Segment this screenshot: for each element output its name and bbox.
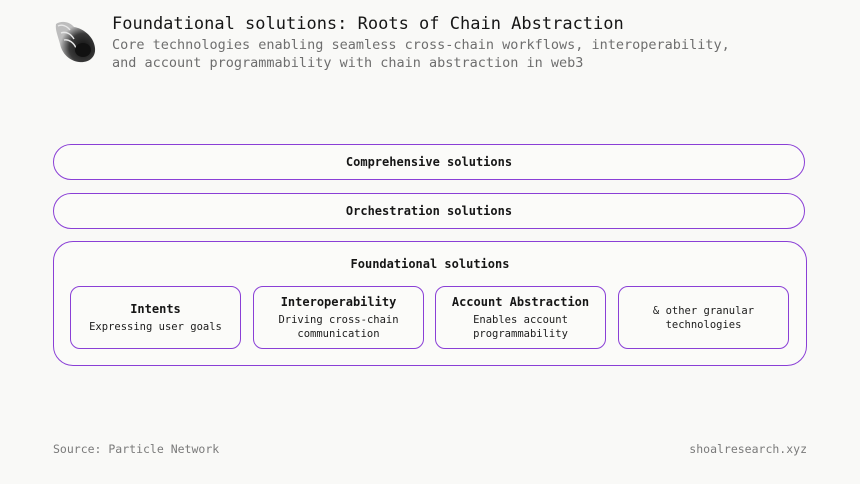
layer-label: Foundational solutions	[350, 257, 510, 271]
source-note: Source: Particle Network	[53, 442, 220, 456]
card-desc-line: technologies	[665, 318, 742, 331]
card-desc-line: & other granular	[652, 304, 755, 317]
card-title: Intents	[130, 301, 181, 316]
orchestration-solutions-layer: Orchestration solutions	[53, 193, 805, 229]
layer-label: Comprehensive solutions	[345, 155, 513, 169]
card-interoperability: Interoperability Driving cross-chain com…	[253, 286, 424, 349]
page-subtitle: Core technologies enabling seamless cros…	[112, 36, 812, 72]
card-description: Enables account programmability	[473, 313, 568, 341]
card-description: Expressing user goals	[89, 320, 222, 334]
subtitle-line: and account programmability with chain a…	[112, 55, 584, 71]
page-title: Foundational solutions: Roots of Chain A…	[112, 14, 624, 34]
foundational-solutions-layer: Foundational solutions Intents Expressin…	[53, 241, 807, 366]
shell-icon	[52, 18, 98, 64]
card-account-abstraction: Account Abstraction Enables account prog…	[435, 286, 606, 349]
card-desc-line: programmability	[473, 327, 568, 340]
card-desc-line: Expressing user goals	[89, 320, 222, 333]
card-desc-line: communication	[297, 327, 380, 340]
site-credit: shoalresearch.xyz	[689, 442, 807, 456]
card-desc-line: Driving cross-chain	[278, 313, 399, 326]
comprehensive-solutions-layer: Comprehensive solutions	[53, 144, 805, 180]
card-title: Interoperability	[280, 294, 397, 309]
card-description: & other granular technologies	[653, 304, 754, 332]
layer-label: Orchestration solutions	[345, 204, 513, 218]
card-description: Driving cross-chain communication	[278, 313, 398, 341]
subtitle-line: Core technologies enabling seamless cros…	[112, 37, 730, 53]
card-intents: Intents Expressing user goals	[70, 286, 241, 349]
card-other-technologies: & other granular technologies	[618, 286, 789, 349]
card-desc-line: Enables account	[473, 313, 568, 326]
card-title: Account Abstraction	[451, 294, 590, 309]
